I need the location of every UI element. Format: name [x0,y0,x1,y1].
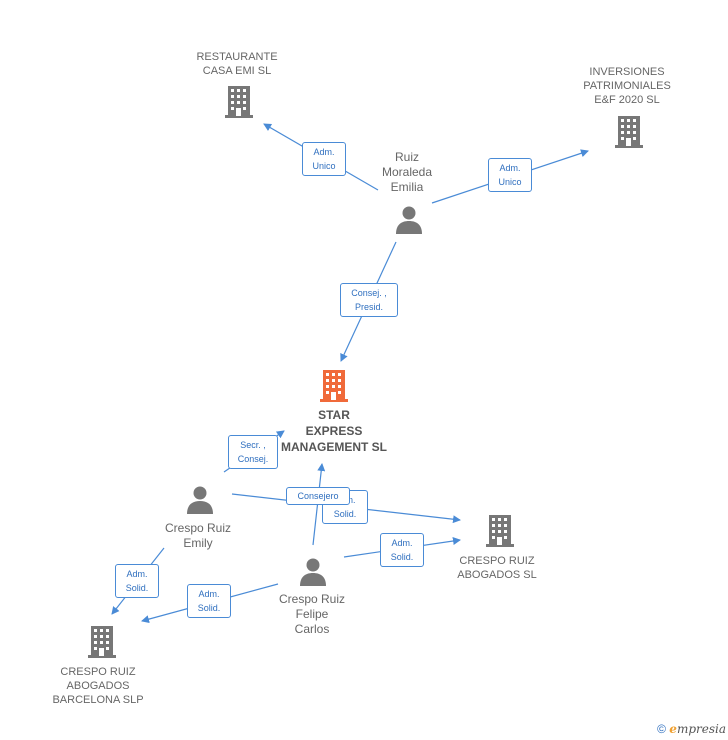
company-inversiones-label[interactable]: INVERSIONES PATRIMONIALES E&F 2020 SL [583,66,671,106]
company-crespo-barcelona-label[interactable]: CRESPO RUIZ ABOGADOS BARCELONA SLP [52,666,144,706]
relation-label: Adm. Solid. [115,564,159,598]
relation-label: Consej. , Presid. [340,283,398,317]
main-company-label[interactable]: STAR EXPRESS MANAGEMENT SL [281,408,387,454]
relation-label: Secr. , Consej. [228,435,278,469]
person-icon [300,558,326,586]
person-crespo-emily-label[interactable]: Crespo Ruiz Emily [164,521,232,550]
building-icon [225,86,253,118]
relation-label: Adm. Solid. [380,533,424,567]
person-icon [187,486,213,514]
relation-label: Adm. Unico [302,142,346,176]
relation-label: Adm. Solid. [187,584,231,618]
relation-label: Adm. Unico [488,158,532,192]
person-ruiz-moraleda-label[interactable]: Ruiz Moraleda Emilia [381,150,433,194]
building-icon [615,116,643,148]
relation-label: Consejero [286,487,350,505]
company-crespo-sl-label[interactable]: CRESPO RUIZ ABOGADOS SL [457,555,537,581]
company-restaurante-label[interactable]: RESTAURANTE CASA EMI SL [196,51,278,77]
building-icon [486,515,514,547]
person-icon [396,206,422,234]
building-icon [88,626,116,658]
footer-credit: © empresia [657,722,726,736]
brand-logo[interactable]: empresia [669,722,726,736]
person-crespo-felipe-label[interactable]: Crespo Ruiz Felipe Carlos [278,592,346,636]
main-building-icon [320,370,348,402]
copyright-icon: © [657,722,666,736]
